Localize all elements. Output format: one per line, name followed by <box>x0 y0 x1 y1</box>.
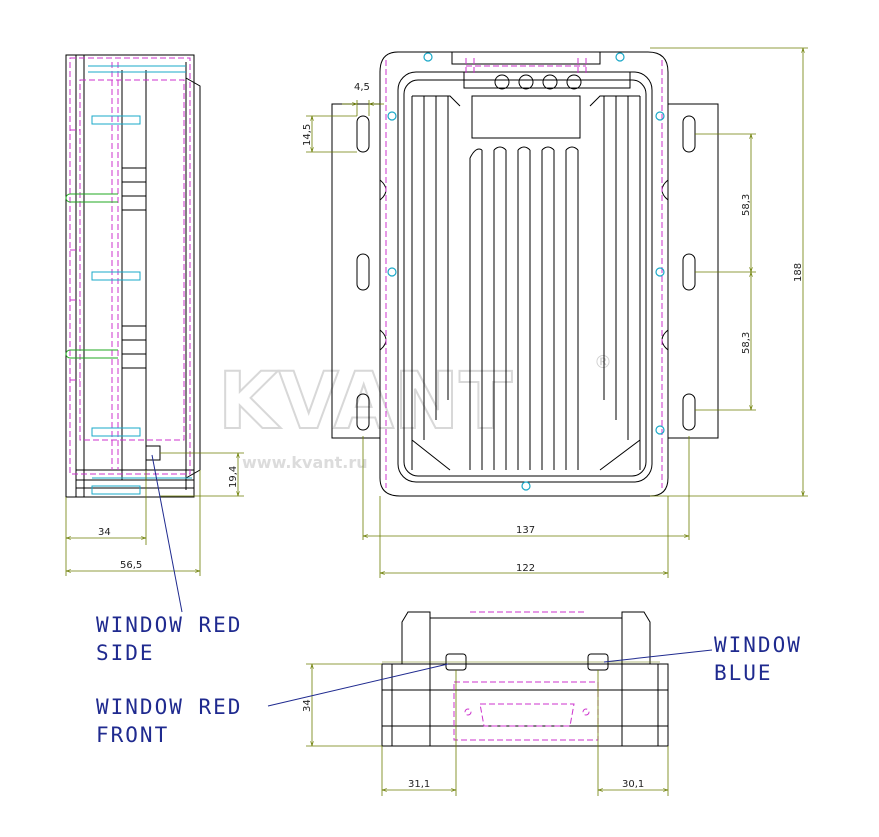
front-view-dimensions <box>306 661 669 796</box>
watermark: KVANT www.kvant.ru ® <box>217 352 612 472</box>
dim-body-width: 122 <box>516 563 535 574</box>
label-window-blue-line1: WINDOW <box>714 633 802 657</box>
label-window-red-front-line2: FRONT <box>96 723 169 747</box>
dim-body-height: 188 <box>793 263 804 282</box>
dim-front-right-offset: 30,1 <box>622 779 644 790</box>
dim-slot-length: 14,5 <box>302 124 313 146</box>
side-view <box>65 54 201 498</box>
side-view-cyan-screws <box>88 65 192 495</box>
watermark-url: www.kvant.ru <box>242 453 368 472</box>
dim-front-height: 34 <box>302 699 313 712</box>
front-view <box>381 611 669 747</box>
top-view-cyan-screws <box>387 52 665 491</box>
label-window-blue-line2: BLUE <box>714 661 773 685</box>
leader-lines <box>151 454 713 707</box>
label-window-red-side-line1: WINDOW RED <box>96 613 242 637</box>
side-view-dimensions <box>65 452 244 576</box>
dim-side-depth: 34 <box>98 527 111 538</box>
watermark-brand: KVANT <box>218 357 512 447</box>
side-view-hidden-lines <box>69 57 191 475</box>
side-view-green-screws <box>65 193 118 359</box>
front-view-hidden-lines <box>453 611 599 741</box>
dim-slot-pitch-lower: 58,3 <box>741 332 752 354</box>
top-view-dimensions <box>306 47 808 578</box>
dim-slot-pitch-upper: 58,3 <box>741 194 752 216</box>
dim-side-window-height: 19,4 <box>228 466 239 488</box>
dim-side-total: 56,5 <box>120 560 142 571</box>
dim-slot-width: 4,5 <box>354 82 370 93</box>
label-window-red-side-line2: SIDE <box>96 641 155 665</box>
dim-flange-width: 137 <box>516 525 535 536</box>
label-window-red-front-line1: WINDOW RED <box>96 695 242 719</box>
top-view-hidden-lines <box>385 58 663 488</box>
dim-front-left-offset: 31,1 <box>408 779 430 790</box>
top-view <box>331 51 719 497</box>
watermark-registered: ® <box>594 352 612 373</box>
